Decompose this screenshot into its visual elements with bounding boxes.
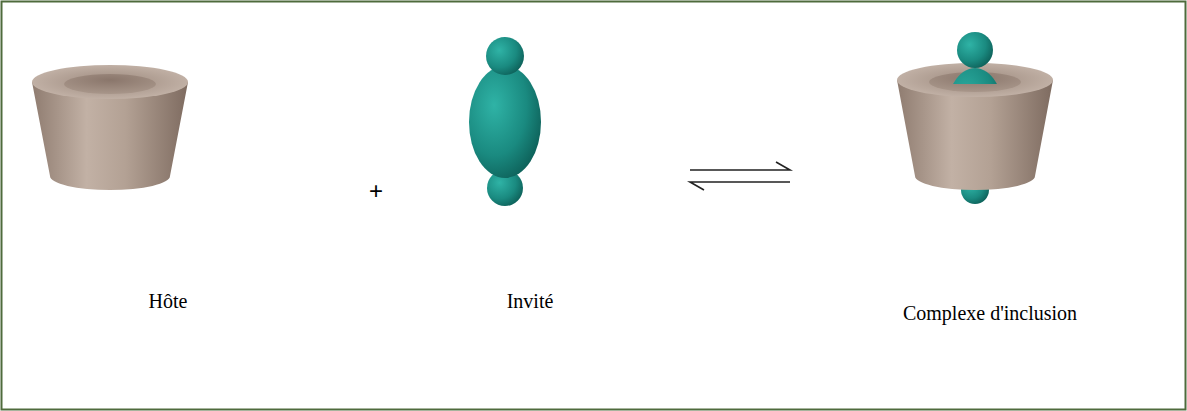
host-cone	[32, 65, 188, 190]
host-label: Hôte	[149, 290, 188, 312]
guest-label: Invité	[507, 290, 554, 312]
inclusion-complex	[897, 32, 1053, 204]
complex-label: Complexe d'inclusion	[903, 302, 1077, 324]
guest-molecule	[469, 37, 541, 206]
plus-sign: +	[369, 178, 383, 204]
equilibrium-arrows	[690, 162, 790, 190]
